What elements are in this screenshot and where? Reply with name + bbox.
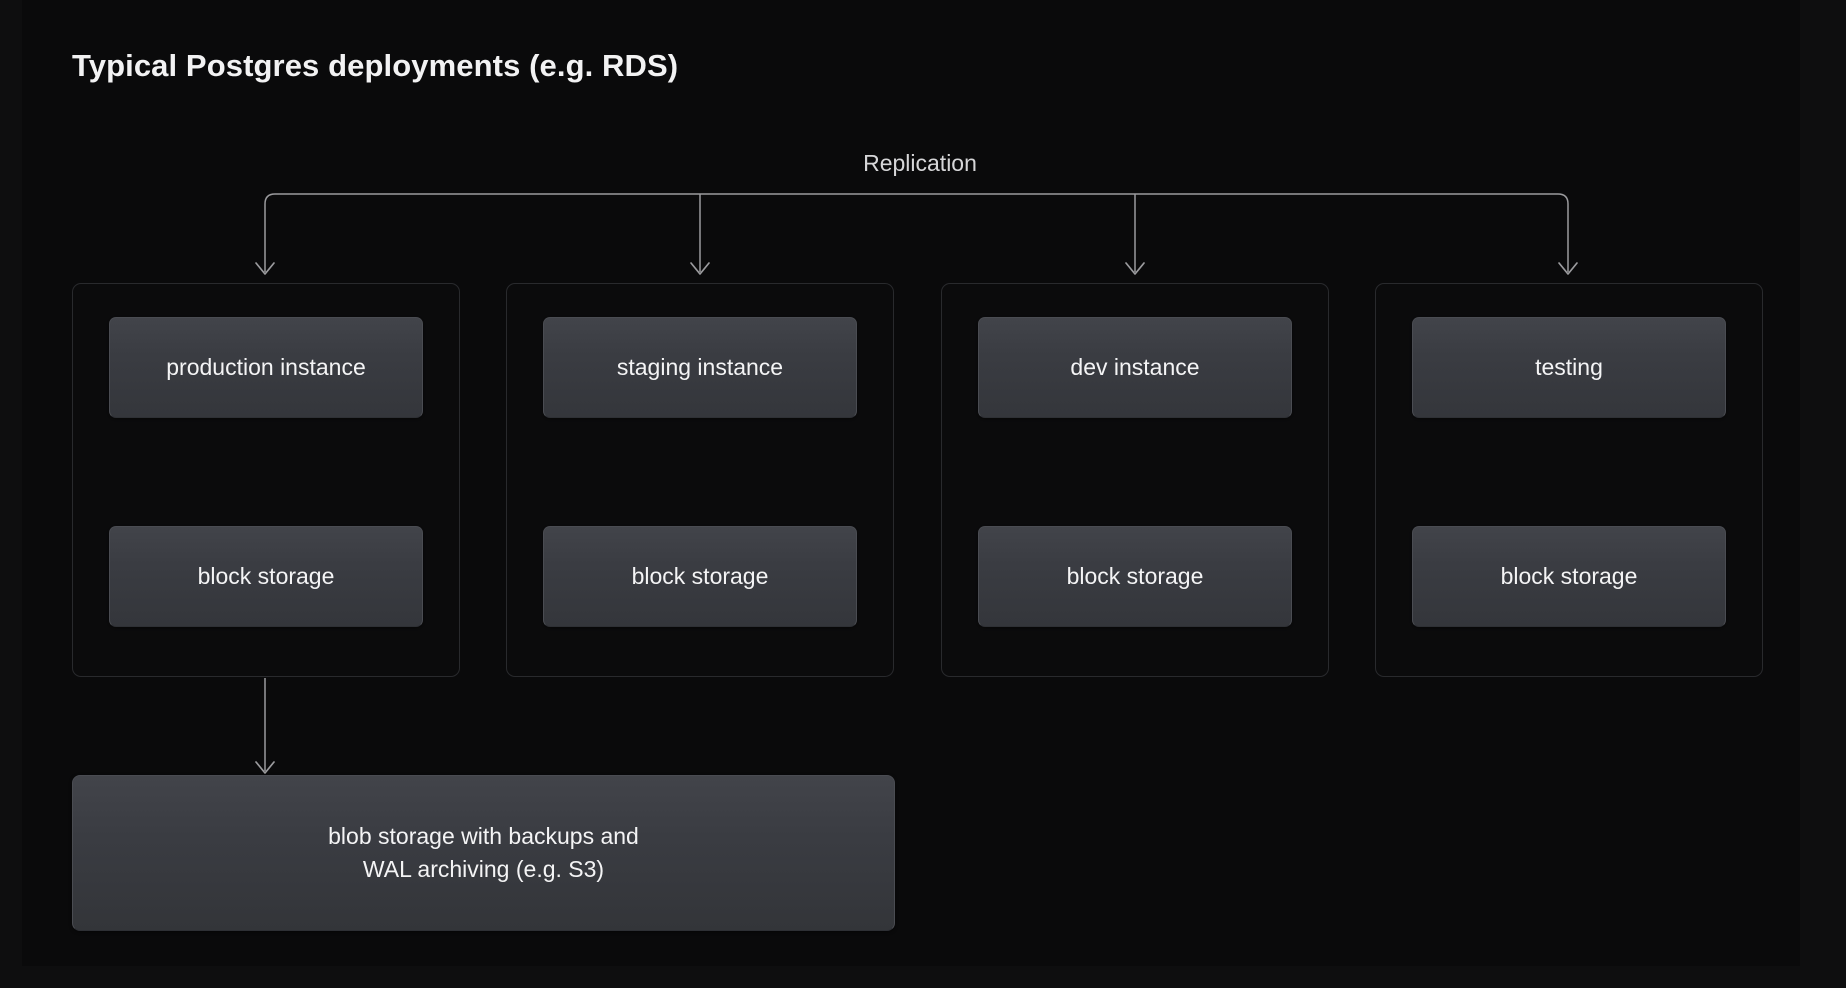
- instance-box-testing[interactable]: testing: [1412, 317, 1726, 418]
- block-storage-box-testing[interactable]: block storage: [1412, 526, 1726, 627]
- block-storage-box-dev[interactable]: block storage: [978, 526, 1292, 627]
- page-title: Typical Postgres deployments (e.g. RDS): [72, 48, 679, 83]
- environment-panel-dev: dev instance block storage: [941, 283, 1329, 677]
- blob-storage-line-1: blob storage with backups and: [328, 823, 639, 850]
- block-storage-box-staging[interactable]: block storage: [543, 526, 857, 627]
- environment-panel-production: production instance block storage: [72, 283, 460, 677]
- block-storage-box-production[interactable]: block storage: [109, 526, 423, 627]
- blob-storage-box[interactable]: blob storage with backups and WAL archiv…: [72, 775, 895, 931]
- environment-panel-testing: testing block storage: [1375, 283, 1763, 677]
- environment-panel-staging: staging instance block storage: [506, 283, 894, 677]
- replication-label: Replication: [0, 150, 1846, 177]
- replication-label-text: Replication: [863, 150, 977, 176]
- blob-storage-line-2: WAL archiving (e.g. S3): [362, 856, 605, 882]
- instance-box-production[interactable]: production instance: [109, 317, 423, 418]
- instance-box-staging[interactable]: staging instance: [543, 317, 857, 418]
- instance-box-dev[interactable]: dev instance: [978, 317, 1292, 418]
